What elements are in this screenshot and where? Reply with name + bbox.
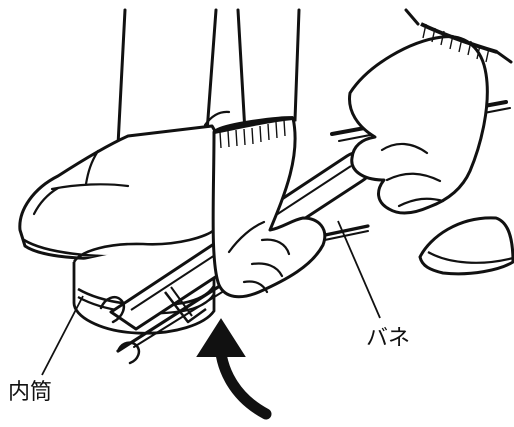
spring-label: バネ [366, 320, 410, 352]
inner-tube-leader-line [42, 296, 83, 375]
right-glove [350, 37, 488, 213]
push-arrow-head [198, 320, 244, 356]
right-trouser-leg [238, 10, 299, 132]
left-trouser-leg [118, 10, 216, 145]
spring-leader-line [338, 221, 380, 318]
inner-tube-label: 内筒 [8, 374, 52, 406]
rear-shoe-heel [420, 218, 513, 274]
